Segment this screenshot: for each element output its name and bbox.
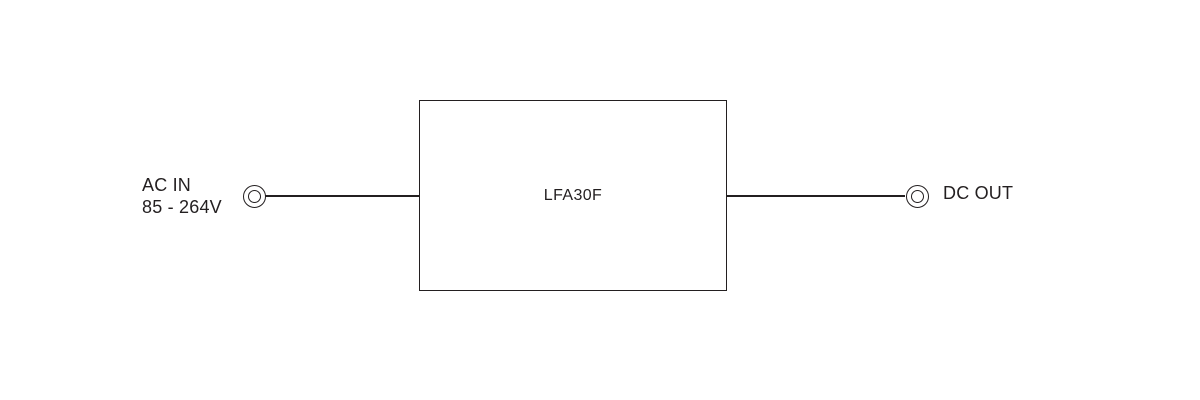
ac-input-label: AC IN 85 - 264V [142, 174, 222, 218]
input-wire [265, 195, 419, 197]
dc-output-terminal-icon [905, 184, 929, 208]
converter-block-label: LFA30F [543, 186, 603, 204]
dc-output-label: DC OUT [943, 183, 1014, 203]
ac-input-voltage-range: 85 - 264V [142, 197, 222, 217]
dc-output-terminal-inner-ring-icon [910, 189, 924, 203]
ac-input-label-line1: AC IN [142, 175, 192, 195]
converter-block: LFA30F [419, 100, 727, 291]
ac-input-terminal-inner-ring-icon [247, 189, 261, 203]
ac-input-terminal-icon [242, 184, 266, 208]
output-wire [727, 195, 905, 197]
